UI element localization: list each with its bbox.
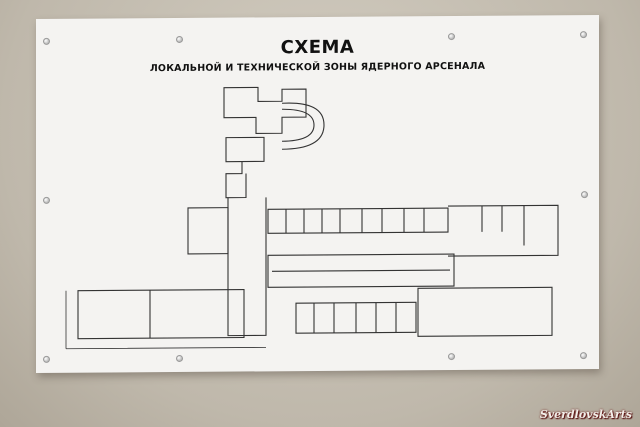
schematic-board: СХЕМА ЛОКАЛЬНОЙ И ТЕХНИЧЕСКОЙ ЗОНЫ ЯДЕРН…: [36, 15, 599, 373]
floor-plan: [65, 86, 559, 350]
watermark-signature: SverdlovskArts: [539, 408, 632, 421]
